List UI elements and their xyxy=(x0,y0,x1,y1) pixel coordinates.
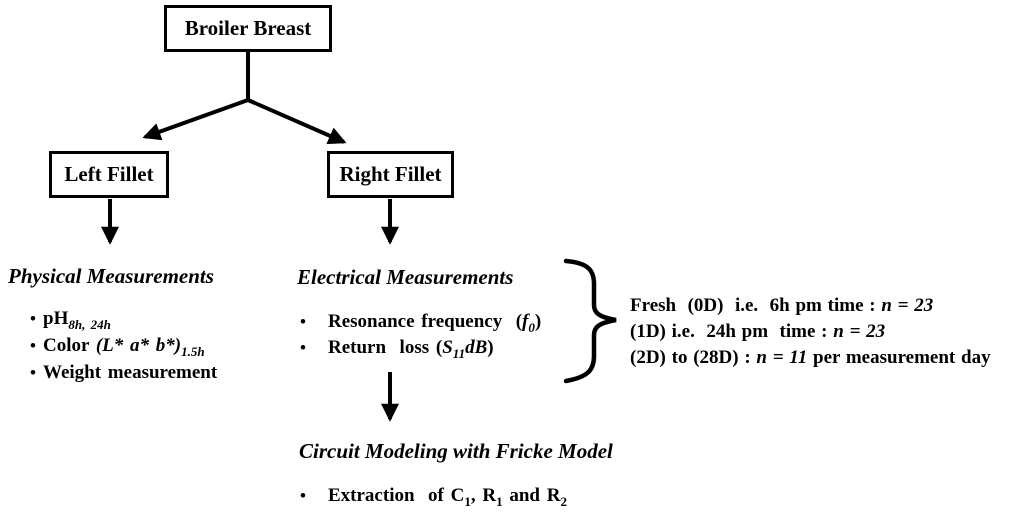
color-text: Color xyxy=(43,335,96,356)
r2-subscript: 2 xyxy=(560,493,567,509)
list-item-color: • Color (L* a* b*)1.5h xyxy=(30,332,217,359)
resonance-close-paren: ) xyxy=(534,311,542,332)
ph-label: pH8h, 24h xyxy=(43,305,111,332)
resonance-f-symbol: f xyxy=(522,311,529,332)
list-item-return-loss: • Return loss (S11dB) xyxy=(300,335,541,361)
sampling-schedule-note: Fresh (0D) i.e. 6h pm time : n = 23 (1D)… xyxy=(630,293,991,371)
resonance-text: Resonance frequency ( xyxy=(328,311,523,332)
weight-label: Weight measurement xyxy=(43,362,218,383)
sampling-fresh-n: n = 23 xyxy=(881,295,934,316)
sampling-line-fresh: Fresh (0D) i.e. 6h pm time : n = 23 xyxy=(630,293,991,319)
list-item-extraction: • Extraction of C1, R1 and R2 xyxy=(300,483,567,509)
bullet-icon: • xyxy=(30,309,36,328)
sampling-fresh-text: Fresh (0D) i.e. 6h pm time : xyxy=(630,295,882,316)
c1-subscript: 1 xyxy=(464,493,471,509)
ph-subscript: 8h, 24h xyxy=(68,316,111,332)
resonance-label: Resonance frequency (f0) xyxy=(328,309,541,335)
sampling-2d-n: n = 11 xyxy=(756,347,808,368)
color-subscript: 1.5h xyxy=(181,343,205,359)
grouping-brace xyxy=(563,258,617,384)
resonance-subscript: 0 xyxy=(528,319,535,335)
node-broiler-breast: Broiler Breast xyxy=(164,5,332,52)
extraction-r2-text: and R xyxy=(502,485,561,506)
color-lab-text: (L* a* b*) xyxy=(95,335,182,356)
return-loss-subscript: 11 xyxy=(452,345,466,361)
physical-measurements-list: • pH8h, 24h • Color (L* a* b*)1.5h • Wei… xyxy=(30,305,217,386)
sampling-1d-text: (1D) i.e. 24h pm time : xyxy=(630,321,834,342)
list-item-resonance: • Resonance frequency (f0) xyxy=(300,309,541,335)
list-item-weight: • Weight measurement xyxy=(30,359,217,386)
bullet-icon: • xyxy=(300,312,306,331)
bullet-icon: • xyxy=(30,336,36,355)
arrow-root-to-right-fillet xyxy=(247,98,347,145)
sampling-2d-text: (2D) to (28D) : xyxy=(630,347,757,368)
return-loss-db-symbol: dB xyxy=(465,337,488,358)
return-loss-s-symbol: S xyxy=(442,337,453,358)
sampling-line-1d: (1D) i.e. 24h pm time : n = 23 xyxy=(630,319,991,345)
node-broiler-breast-label: Broiler Breast xyxy=(184,16,312,40)
arrow-root-to-left-fillet xyxy=(142,98,249,141)
list-item-ph: • pH8h, 24h xyxy=(30,305,217,332)
bullet-icon: • xyxy=(300,338,306,357)
color-label: Color (L* a* b*)1.5h xyxy=(43,332,205,359)
circuit-modeling-heading: Circuit Modeling with Fricke Model xyxy=(299,439,613,463)
r1-subscript: 1 xyxy=(496,493,503,509)
return-loss-text: Return loss ( xyxy=(328,337,443,358)
circuit-modeling-list: • Extraction of C1, R1 and R2 xyxy=(300,483,567,509)
electrical-measurements-heading: Electrical Measurements xyxy=(297,265,514,289)
extraction-text: Extraction of C xyxy=(328,485,465,506)
electrical-measurements-list: • Resonance frequency (f0) • Return loss… xyxy=(300,309,541,361)
sampling-2d-post: per measurement day xyxy=(807,347,991,368)
node-left-fillet: Left Fillet xyxy=(49,151,169,198)
extraction-label: Extraction of C1, R1 and R2 xyxy=(328,483,567,509)
physical-measurements-heading: Physical Measurements xyxy=(8,264,214,288)
node-right-fillet: Right Fillet xyxy=(327,151,454,198)
extraction-r1-text: , R xyxy=(470,485,497,506)
sampling-line-2d-28d: (2D) to (28D) : n = 11 per measurement d… xyxy=(630,345,991,371)
return-loss-label: Return loss (S11dB) xyxy=(328,335,494,361)
node-right-fillet-label: Right Fillet xyxy=(339,162,442,186)
return-loss-close-paren: ) xyxy=(487,337,494,358)
bullet-icon: • xyxy=(300,486,306,505)
ph-text: pH xyxy=(43,308,69,329)
bullet-icon: • xyxy=(30,363,36,382)
sampling-1d-n: n = 23 xyxy=(833,321,886,342)
node-left-fillet-label: Left Fillet xyxy=(64,162,154,186)
